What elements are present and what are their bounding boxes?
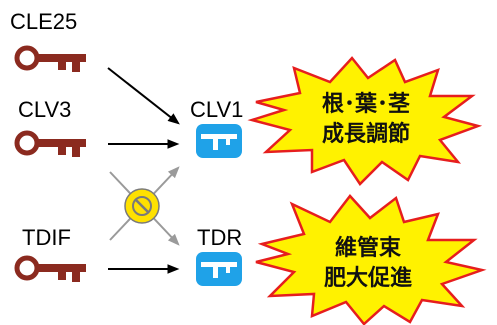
- ligand-label-tdif: TDIF: [22, 225, 71, 250]
- receptor-label-tdr: TDR: [197, 225, 242, 250]
- no-entry-icon: [124, 188, 160, 224]
- key-icon: [17, 258, 86, 282]
- effect-text-vascular-line2: 肥大促進: [324, 266, 412, 291]
- receptor-icon: [196, 252, 242, 286]
- effect-burst-tdr: 維管束 肥大促進: [255, 194, 487, 325]
- ligand-label-cle25: CLE25: [10, 9, 77, 34]
- receptor-label-clv1: CLV1: [190, 97, 243, 122]
- arrow-cle25-to-clv1: [107, 67, 180, 125]
- effect-burst-clv1: 根･葉･茎 成長調節: [247, 56, 483, 186]
- receptor-icon: [196, 124, 242, 158]
- effect-text-vascular-line1: 維管束: [335, 235, 402, 261]
- effect-text-growth-line2: 成長調節: [322, 121, 410, 147]
- key-icon: [17, 133, 86, 157]
- effect-text-growth-line1: 根･葉･茎: [322, 91, 410, 117]
- key-icon: [17, 48, 86, 72]
- ligand-label-clv3: CLV3: [18, 97, 71, 122]
